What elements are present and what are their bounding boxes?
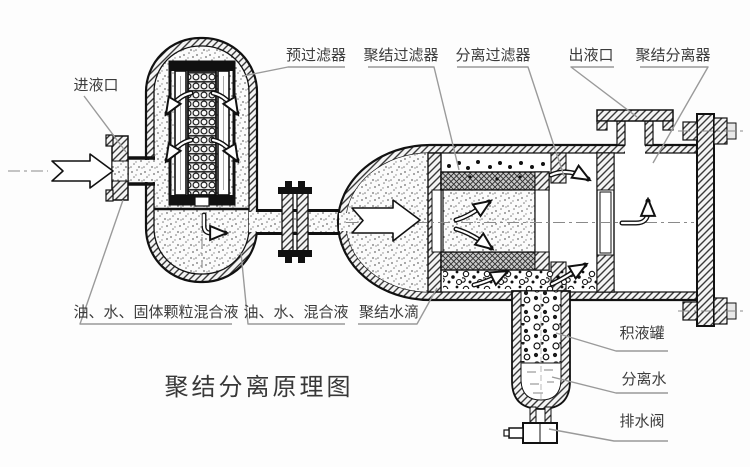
- label-outlet: 出液口: [568, 46, 613, 64]
- leader-separation-filter: [457, 66, 565, 177]
- pipe-flange-joint: [278, 181, 312, 263]
- leader-lines: [79, 66, 709, 442]
- leader-coalesced-droplets: [358, 287, 438, 325]
- label-coalesced-droplets: 聚结水滴: [359, 303, 419, 321]
- drain-valve: [503, 406, 558, 444]
- label-inlet-mixture: 油、水、固体颗粒混合液: [73, 303, 238, 321]
- label-prefilter: 预过滤器: [286, 46, 346, 64]
- label-filtered-mixture: 油、水、混合液: [243, 303, 348, 321]
- prefilter-element: [168, 60, 236, 207]
- leader-separated-water: [551, 376, 668, 394]
- label-separation-filter: 分离过滤器: [455, 46, 530, 64]
- main-flow-arrow: [351, 199, 421, 242]
- leader-inlet: [83, 95, 127, 153]
- diagram-title: 聚结分离原理图: [165, 373, 354, 401]
- prefilter-vessel: [144, 36, 259, 284]
- leader-inlet-mixture: [79, 199, 232, 325]
- collection-tank: [503, 290, 571, 444]
- leader-coalescing-separator: [640, 66, 709, 164]
- prefilter-mesh-cartridge: [187, 70, 217, 196]
- leader-prefilter: [242, 66, 345, 77]
- leader-collection-tank: [555, 332, 668, 352]
- label-coalescing-filter: 聚结过滤器: [363, 46, 438, 64]
- coalescing-media-top: [440, 171, 550, 191]
- label-separated-water: 分离水: [621, 370, 666, 388]
- separator-vessel: [336, 109, 745, 327]
- leader-coalescing-filter: [368, 66, 460, 171]
- end-cover-plate: [678, 113, 745, 327]
- flange-bolt-bottom: [678, 297, 745, 325]
- coalescing-media-bottom: [440, 251, 550, 271]
- prefilter-flow-arrows: [164, 90, 240, 233]
- label-inlet: 进液口: [73, 76, 118, 94]
- flange-bolt-top: [678, 117, 745, 145]
- cartridge-flow-arrows: [453, 172, 648, 288]
- inlet-flow-arrow: [51, 153, 114, 189]
- leader-filtered-mixture: [240, 252, 345, 325]
- text-labels: 进液口 预过滤器 聚结过滤器 分离过滤器 出液口 聚结分离器 油、水、固体颗粒混…: [73, 46, 710, 430]
- inlet-nozzle: [8, 134, 156, 202]
- label-drain-valve: 排水阀: [619, 412, 664, 430]
- label-collection-tank: 积液罐: [619, 324, 664, 342]
- connecting-pipe: [249, 181, 346, 263]
- leader-drain-valve: [548, 428, 668, 442]
- label-coalescing-separator: 聚结分离器: [635, 46, 710, 64]
- leader-outlet: [570, 66, 638, 118]
- droplets-on-media: [447, 160, 545, 181]
